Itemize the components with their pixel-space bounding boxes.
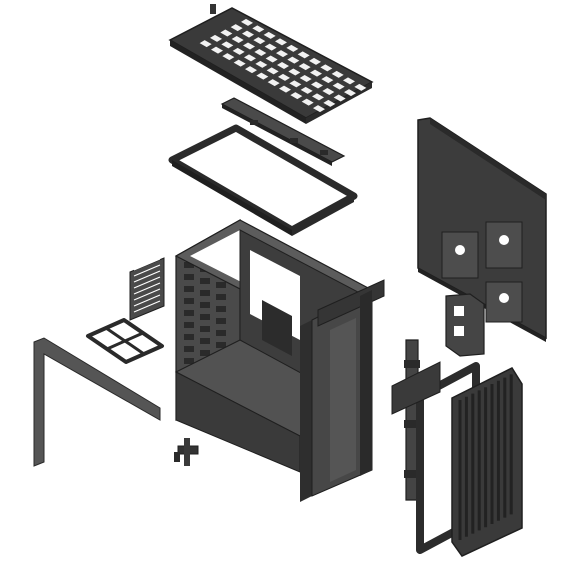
- vent-slot: [184, 274, 194, 280]
- mesh-hole: [290, 92, 303, 100]
- mesh-hole: [276, 50, 288, 58]
- mesh-hole: [332, 82, 345, 90]
- mesh-hole: [278, 73, 290, 81]
- vent-slot: [216, 330, 226, 336]
- vent-slot: [184, 346, 194, 352]
- vent-slot: [184, 322, 194, 328]
- vent-slot: [216, 306, 226, 312]
- grille-line: [133, 270, 161, 283]
- mesh-hole: [222, 53, 235, 61]
- mesh-hole: [252, 25, 265, 33]
- mesh-hole: [321, 76, 334, 84]
- mesh-hole: [243, 42, 255, 50]
- grille-line: [133, 282, 161, 295]
- vent-slot: [200, 338, 210, 344]
- mesh-hole: [312, 93, 324, 101]
- mesh-hole: [267, 79, 280, 87]
- chassis: [174, 218, 385, 502]
- grille-line: [133, 294, 161, 307]
- mesh-hole: [333, 94, 346, 102]
- vent-slot: [184, 298, 194, 304]
- mesh-hole: [275, 38, 287, 46]
- mesh-hole: [244, 54, 256, 62]
- grille-line: [133, 300, 161, 313]
- top-bracket-rail: [220, 97, 346, 166]
- mesh-hole: [233, 59, 246, 67]
- vent-slot: [184, 334, 194, 340]
- mesh-hole: [354, 83, 367, 91]
- front-mesh-panel: [451, 367, 523, 557]
- top-frame: [168, 124, 358, 236]
- mesh-hole: [299, 75, 312, 82]
- vent-slot: [216, 282, 226, 288]
- mesh-hole: [242, 30, 254, 38]
- vent-slot: [200, 278, 210, 284]
- mesh-hole: [277, 62, 289, 69]
- mesh-hole: [231, 36, 244, 43]
- grille-line: [133, 264, 161, 277]
- mesh-hole: [211, 46, 223, 54]
- mesh-hole: [232, 47, 245, 55]
- vent-slot: [200, 350, 210, 356]
- vent-slot: [200, 302, 210, 308]
- mesh-hole: [256, 72, 269, 80]
- mesh-hole: [220, 29, 233, 37]
- mesh-hole: [300, 86, 313, 94]
- mesh-hole: [254, 49, 267, 56]
- mesh-hole: [298, 63, 311, 71]
- mesh-hole: [320, 64, 333, 72]
- vent-slot: [200, 290, 210, 296]
- vent-slot: [184, 262, 194, 268]
- vent-slot: [184, 286, 194, 292]
- mesh-hole: [286, 44, 299, 52]
- mesh-hole: [210, 34, 222, 42]
- mesh-hole: [221, 41, 234, 49]
- mesh-hole: [309, 57, 321, 65]
- grille-line: [133, 258, 161, 271]
- mesh-hole: [287, 56, 300, 64]
- top-mesh-panel: [168, 4, 374, 124]
- mesh-hole: [253, 37, 266, 45]
- mesh-hole: [343, 77, 355, 85]
- vent-grille: [129, 257, 165, 321]
- mesh-hole: [255, 60, 268, 68]
- mesh-hole: [265, 55, 278, 63]
- side-strip: [33, 337, 161, 467]
- mesh-hole: [199, 40, 212, 48]
- side-panel: [417, 117, 547, 342]
- drive-cage: [445, 293, 485, 357]
- mesh-hole: [266, 67, 279, 75]
- io-connector: [174, 438, 199, 466]
- mesh-hole: [344, 89, 356, 97]
- mesh-hole: [288, 68, 301, 76]
- mesh-hole: [297, 51, 310, 59]
- vent-slot: [216, 342, 226, 348]
- vent-slot: [184, 310, 194, 316]
- vent-slot: [200, 326, 210, 332]
- mesh-hole: [245, 66, 257, 74]
- mesh-hole: [241, 18, 253, 26]
- mesh-hole: [313, 105, 325, 113]
- mesh-hole: [264, 43, 277, 51]
- vent-slot: [216, 318, 226, 324]
- mesh-hole: [230, 24, 243, 32]
- mesh-hole: [289, 80, 302, 88]
- vent-slot: [216, 294, 226, 300]
- grille-line: [133, 276, 161, 289]
- mesh-hole: [311, 81, 323, 89]
- mesh-hole: [310, 69, 322, 77]
- dust-filter: [86, 318, 164, 364]
- mesh-hole: [301, 98, 314, 106]
- mesh-hole: [279, 85, 291, 93]
- mesh-hole: [322, 88, 335, 95]
- vent-slot: [200, 314, 210, 320]
- mesh-hole: [263, 31, 276, 39]
- mesh-hole: [331, 70, 344, 78]
- mesh-hole: [323, 99, 336, 107]
- grille-line: [133, 288, 161, 301]
- vent-slot: [184, 358, 194, 364]
